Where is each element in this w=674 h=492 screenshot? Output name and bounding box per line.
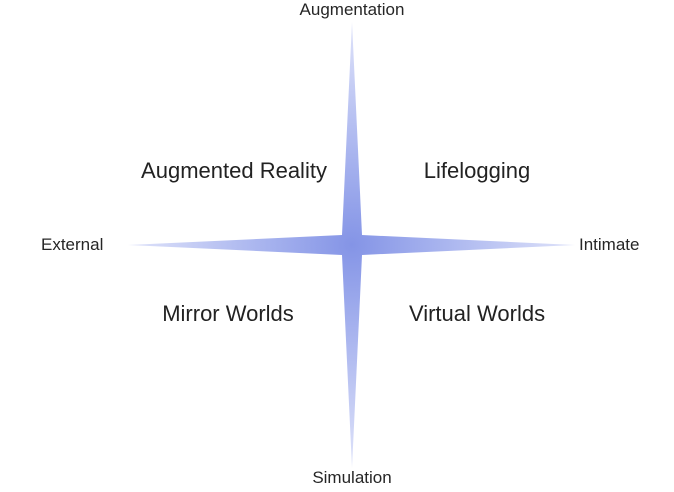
axis-label-external: External: [41, 235, 104, 254]
quadrant-lifelogging: Lifelogging: [423, 158, 531, 183]
quadrant-virtual-worlds: Virtual Worlds: [408, 301, 546, 326]
axis-label-augmentation: Augmentation: [299, 0, 405, 19]
quadrant-mirror-worlds: Mirror Worlds: [162, 301, 294, 326]
axis-label-intimate: Intimate: [579, 235, 640, 254]
axis-label-simulation: Simulation: [312, 468, 392, 487]
axis-star-shape: [128, 22, 575, 468]
quadrant-augmented-reality: Augmented Reality: [141, 158, 327, 183]
